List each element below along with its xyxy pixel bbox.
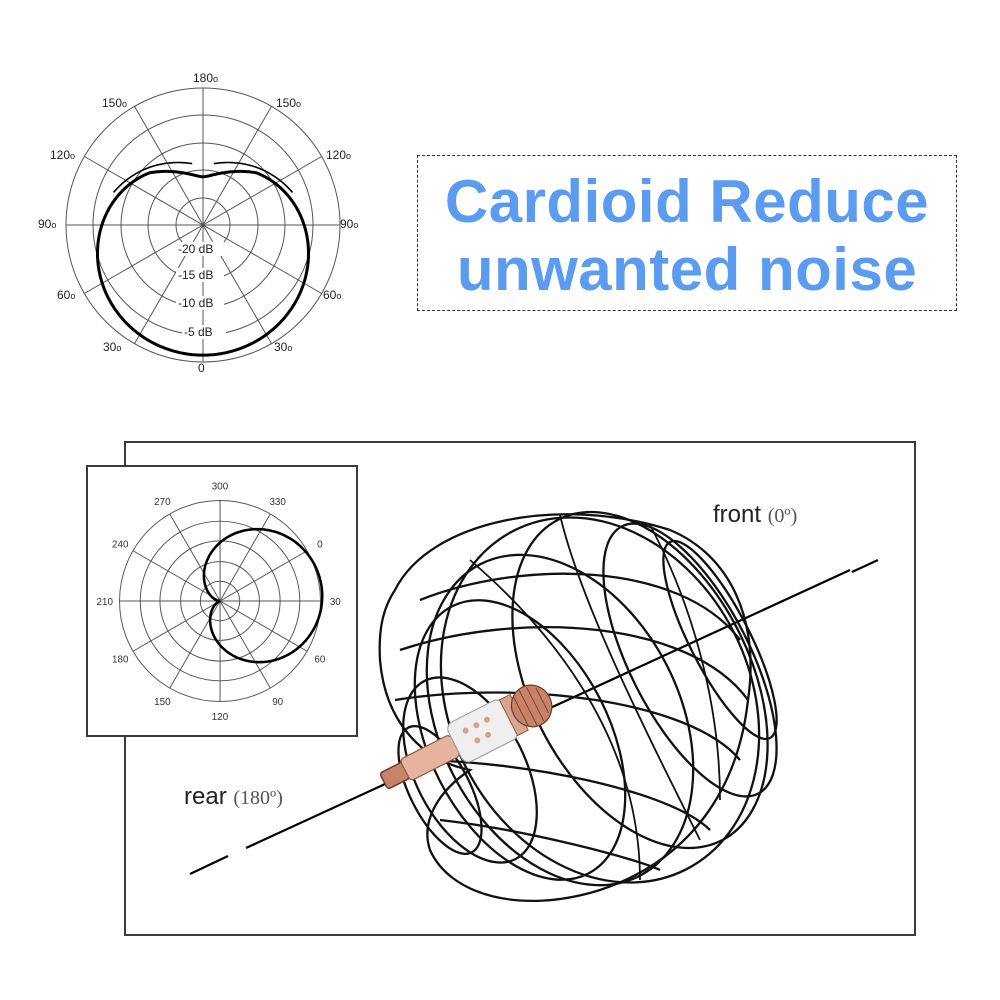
- angle-label-180: 180o: [193, 71, 218, 85]
- microphone-icon: [379, 684, 553, 790]
- inset-angle-label: 30: [330, 597, 341, 608]
- balloon-contour: [649, 524, 721, 801]
- angle-label-120-right: 120o: [326, 148, 351, 162]
- angle-label-30-right: 30o: [274, 340, 292, 354]
- inset-angle-label: 180: [112, 655, 129, 666]
- polar-spoke: [84, 156, 322, 294]
- angle-label-150-right: 150o: [276, 96, 301, 110]
- inset-angle-label: 150: [154, 697, 171, 708]
- balloon-contour: [439, 818, 661, 872]
- angle-label-120-left: 120o: [50, 148, 75, 162]
- angle-label-60-left: 60o: [57, 288, 75, 302]
- balloon-contour: [394, 691, 741, 761]
- balloon-contour: [378, 513, 752, 902]
- inset-angle-label: 90: [272, 697, 283, 708]
- inset-angle-label: 210: [97, 597, 114, 608]
- balloon-ring: [402, 676, 538, 864]
- rear-label: rear (180º): [184, 783, 283, 810]
- balloon-ring: [397, 725, 483, 855]
- cardioid-curve: [96, 169, 310, 357]
- angle-label-0: 0: [198, 361, 205, 375]
- balloon-contour: [469, 559, 641, 881]
- balloon-contour: [409, 758, 711, 831]
- angle-label-60-right: 60o: [323, 288, 341, 302]
- angle-label-30-left: 30o: [103, 340, 121, 354]
- inset-angle-label: 270: [154, 497, 171, 508]
- front-label: front (0º): [713, 501, 797, 528]
- balloon-ring: [602, 522, 778, 798]
- headline-line-1: Cardioid Reduce: [444, 168, 930, 235]
- inset-angle-label: 0: [317, 539, 323, 550]
- inset-angle-label: 330: [269, 497, 286, 508]
- balloon-ring: [511, 510, 769, 850]
- inset-polar-chart-frame: 300 330 0 30 60 90 120 150 180 210 240 270: [86, 465, 358, 737]
- cardioid-curve-secondary: [112, 161, 294, 193]
- inset-angle-label: 60: [314, 655, 325, 666]
- angle-label-90-right: 90o: [340, 217, 358, 231]
- inset-angle-label: 300: [212, 482, 229, 493]
- ring-label-minus-20db: -20 dB: [178, 242, 213, 256]
- balloon-ring: [413, 599, 627, 881]
- headline-line-2: unwanted noise: [456, 236, 918, 303]
- balloon-ring: [662, 539, 778, 741]
- ring-label-minus-15db: -15 dB: [178, 268, 213, 282]
- angle-label-90-left: 90o: [38, 217, 56, 231]
- inset-angle-label: 240: [112, 539, 129, 550]
- inset-cardioid-curve: [202, 527, 324, 664]
- ring-label-minus-10db: -10 dB: [178, 296, 213, 310]
- cardioid-3d-balloon: [378, 510, 778, 902]
- balloon-contour: [399, 626, 749, 701]
- balloon-contour: [559, 514, 701, 841]
- balloon-contour: [419, 572, 741, 641]
- top-polar-pattern-chart: 180o 150o 150o 120o 120o 90o 90o 60o 60o…: [38, 71, 358, 375]
- angle-label-150-left: 150o: [102, 96, 127, 110]
- ring-label-minus-5db: -5 dB: [184, 325, 213, 339]
- headline-box: Cardioid Reduce unwanted noise: [417, 155, 957, 311]
- inset-polar-chart: 300 330 0 30 60 90 120 150 180 210 240 270: [97, 482, 342, 724]
- inset-angle-label: 120: [212, 712, 229, 723]
